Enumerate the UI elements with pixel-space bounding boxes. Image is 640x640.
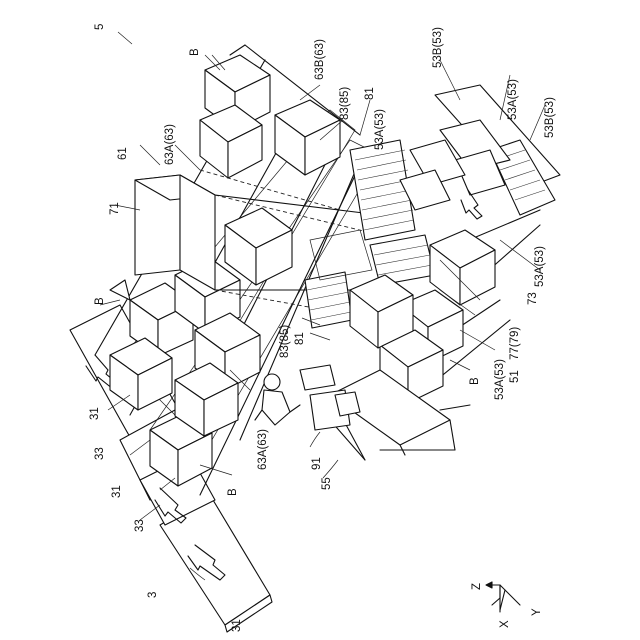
label-system-5: 5 [95,24,107,30]
x-axis-line [500,585,520,605]
label-81-mid: 81 [295,332,307,345]
axis-label-z: Z [472,583,484,590]
label-53a-right-mid: 53A(53) [535,246,547,287]
axis-origin-stub [500,590,505,610]
coordinate-axes [486,582,520,612]
label-53a-center: 53A(53) [375,109,387,150]
box-mid-1 [225,208,292,285]
label-rack-61: 61 [118,147,130,160]
label-53b-right: 53B(53) [545,97,557,138]
label-53a-bottom: 53A(53) [495,359,507,400]
label-workstation-55: 55 [322,477,334,490]
label-box-b-right: B [470,377,482,385]
box-lower-4 [110,280,130,300]
label-conveyor-31-mid: 31 [112,485,124,498]
x-branch-line [492,598,500,605]
operator-terminal-91 [255,365,360,430]
label-53a-top-right: 53A(53) [508,79,520,120]
label-53b-top-left: 53B(53) [433,27,445,68]
label-unit-73: 73 [528,292,540,305]
label-box-b-left: B [95,297,107,305]
label-conveyor-31-upper: 31 [90,407,102,420]
axis-label-y: Y [532,608,544,616]
label-51: 51 [510,370,522,383]
label-device-71: 71 [110,202,122,215]
label-77-79: 77(79) [510,327,522,360]
z-axis-arrowhead [486,582,492,588]
label-81-top: 81 [365,87,377,100]
label-83-85-top: 83(85) [340,87,352,120]
label-conveyor-33-upper: 33 [95,447,107,460]
label-box-b-top: B [190,48,202,56]
label-box-b-bottom: B [228,488,240,496]
label-63a-bottom: 63A(63) [258,429,270,470]
label-83-85-mid: 83(85) [280,325,292,358]
label-conveyor-33-lower: 33 [135,519,147,532]
label-63a-top: 63A(63) [165,124,177,165]
label-63b-top: 63B(63) [315,39,327,80]
label-terminal-91: 91 [312,457,324,470]
axis-label-x: X [500,620,512,628]
label-conveyor-31-bottom: 31 [232,619,244,632]
label-system-3: 3 [148,592,160,598]
